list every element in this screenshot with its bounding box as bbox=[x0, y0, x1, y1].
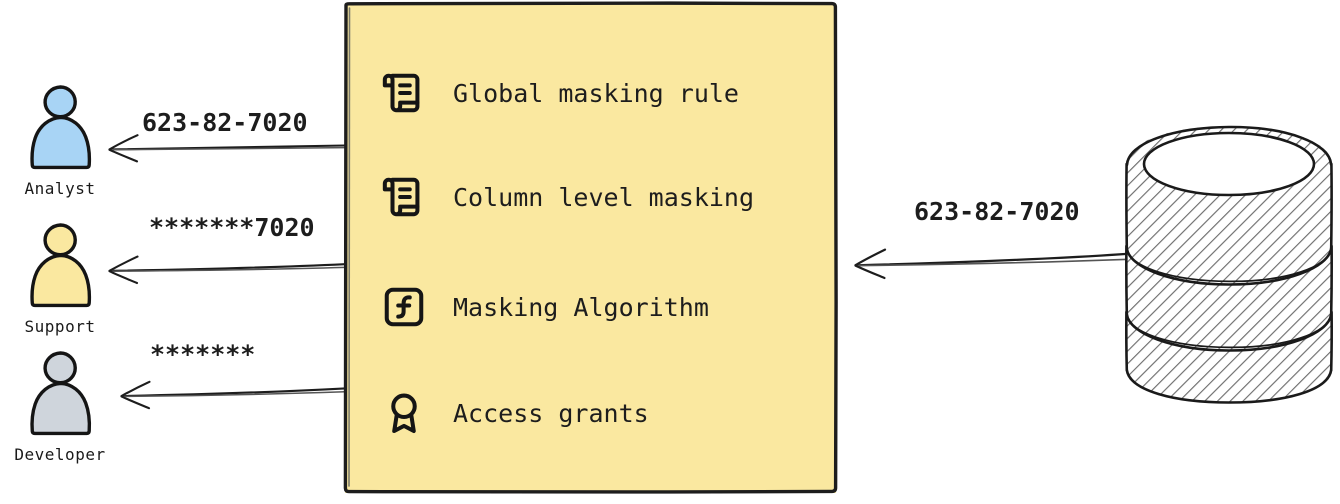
policy-box: Global masking rule Column level masking bbox=[343, 1, 838, 494]
actor-developer-label: Developer bbox=[14, 445, 106, 464]
policy-item-list: Global masking rule Column level masking bbox=[345, 3, 836, 493]
support-person-icon bbox=[19, 216, 101, 316]
policy-item-label: Global masking rule bbox=[453, 78, 739, 108]
arrow-policy-to-support bbox=[98, 250, 348, 286]
flow-label-policy-to-developer: ******* bbox=[150, 340, 256, 369]
flow-label-policy-to-support: *******7020 bbox=[149, 213, 315, 242]
actor-analyst-label: Analyst bbox=[24, 179, 96, 198]
scroll-icon bbox=[381, 174, 427, 220]
award-ribbon-icon bbox=[381, 390, 427, 436]
function-square-icon bbox=[381, 284, 427, 330]
flow-label-db-to-policy: 623-82-7020 bbox=[914, 197, 1080, 226]
arrow-policy-to-analyst bbox=[98, 128, 348, 164]
flow-label-policy-to-analyst: 623-82-7020 bbox=[142, 108, 308, 137]
developer-person-icon bbox=[19, 344, 101, 444]
actor-analyst[interactable]: Analyst bbox=[0, 78, 120, 198]
analyst-person-icon bbox=[19, 78, 101, 178]
policy-item-column-level-masking[interactable]: Column level masking bbox=[381, 169, 754, 225]
actor-support[interactable]: Support bbox=[0, 216, 120, 336]
database-cylinder-icon[interactable] bbox=[1118, 118, 1340, 406]
policy-item-label: Column level masking bbox=[453, 182, 755, 212]
policy-item-label: Access grants bbox=[453, 398, 649, 428]
policy-item-label: Masking Algorithm bbox=[453, 292, 709, 322]
actor-support-label: Support bbox=[24, 317, 96, 336]
policy-box-border bbox=[341, 0, 840, 497]
policy-item-global-masking-rule[interactable]: Global masking rule bbox=[381, 65, 739, 121]
policy-item-access-grants[interactable]: Access grants bbox=[381, 385, 649, 441]
scroll-icon bbox=[381, 70, 427, 116]
policy-box-background bbox=[345, 3, 836, 493]
arrow-db-to-policy bbox=[843, 243, 1128, 281]
actor-developer[interactable]: Developer bbox=[0, 344, 120, 464]
policy-item-masking-algorithm[interactable]: Masking Algorithm bbox=[381, 279, 709, 335]
arrow-policy-to-developer bbox=[110, 375, 348, 411]
